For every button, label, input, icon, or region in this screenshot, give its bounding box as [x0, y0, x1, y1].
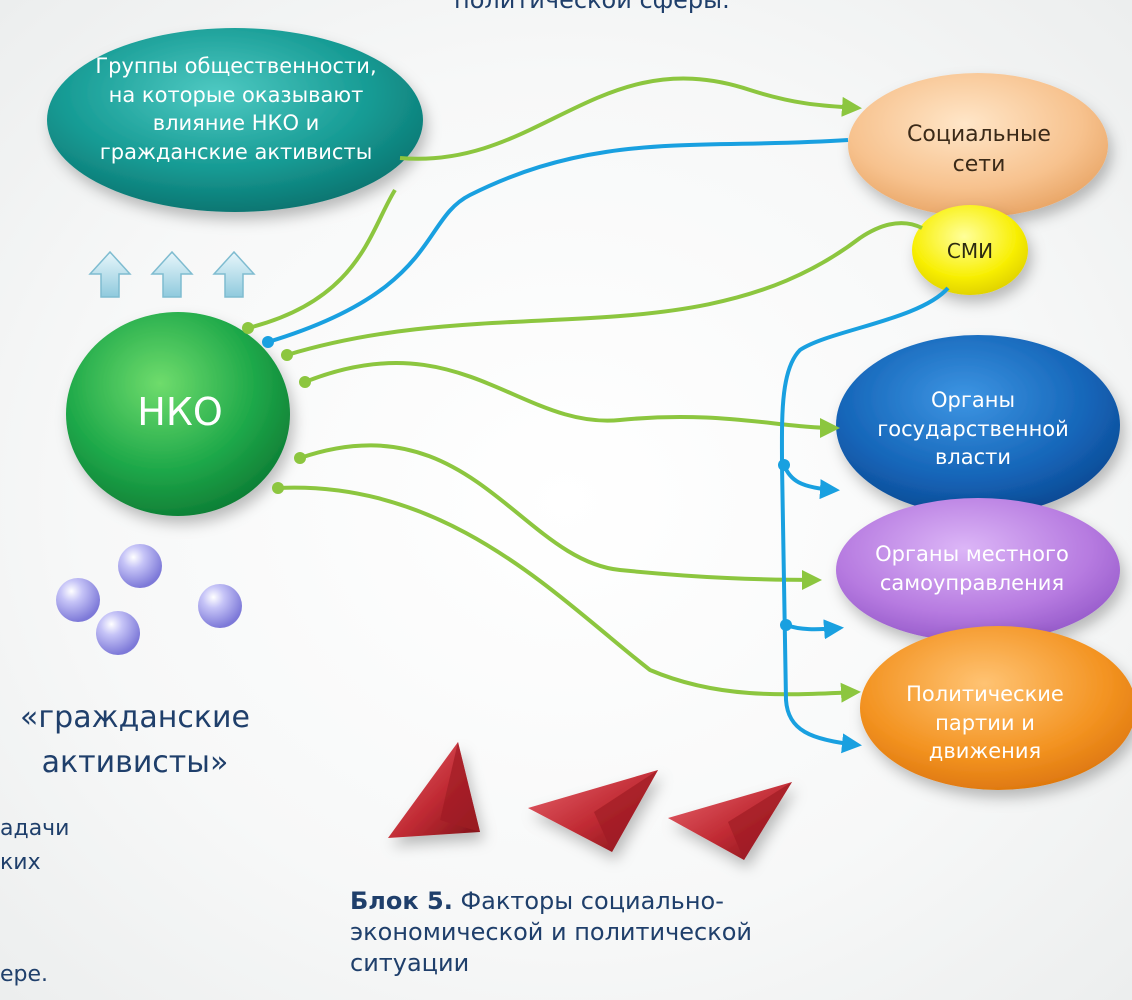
link-dot — [281, 349, 293, 361]
triangle-icon — [528, 770, 658, 852]
link-nko-to-media — [286, 221, 923, 357]
social-networks-node — [848, 73, 1108, 217]
link-nko-to-public-groups — [247, 188, 397, 330]
link-dot — [778, 459, 790, 471]
up-arrow-icon — [212, 250, 256, 298]
link-nko-to-gov-bodies — [304, 361, 840, 438]
block-caption-title: Блок 5. — [350, 887, 453, 915]
block-caption: Блок 5. Факторы социально-экономической … — [350, 886, 790, 980]
up-arrow-icon — [88, 250, 132, 298]
left-text-fragment: ких — [0, 850, 41, 875]
link-media-to-gov-bodies — [782, 464, 840, 500]
public-groups-node — [47, 28, 423, 212]
link-nko-to-local-gov — [299, 443, 822, 590]
media-node — [912, 205, 1028, 295]
activist-sphere — [96, 611, 140, 655]
link-dot — [294, 452, 306, 464]
nko-label: НКО — [137, 390, 223, 434]
triangle-icon — [668, 782, 792, 860]
link-social-networks-to-nko — [267, 138, 849, 344]
activists-label: «гражданские активисты» — [20, 700, 250, 780]
public-groups-label: Группы общественности, на которые оказыв… — [95, 54, 377, 164]
social-networks-label: Социальные сети — [907, 122, 1051, 177]
up-arrow-icon — [150, 250, 194, 298]
nko-node — [66, 312, 290, 516]
link-dot — [242, 322, 254, 334]
left-text-fragment: ере. — [0, 962, 49, 987]
link-public-groups-to-social-networks — [399, 76, 862, 161]
left-text-fragment: адачи — [0, 816, 70, 841]
activist-sphere — [56, 578, 100, 622]
activist-sphere — [198, 584, 242, 628]
link-dot — [262, 336, 274, 348]
parties-label: Политические партии и движения — [906, 682, 1064, 764]
activist-sphere — [118, 544, 162, 588]
parties-node — [860, 626, 1132, 790]
block-caption-text: Факторы социально-экономической и полити… — [350, 887, 753, 978]
media-label: СМИ — [946, 239, 994, 263]
top-text-fragment: политической сферы. — [454, 0, 730, 14]
gov-bodies-node — [836, 335, 1120, 515]
link-dot — [780, 619, 792, 631]
link-media-to-organs — [779, 286, 950, 754]
link-media-to-local-gov — [785, 619, 844, 640]
link-dot — [299, 376, 311, 388]
link-dot — [272, 482, 284, 494]
link-nko-to-parties — [277, 485, 861, 703]
local-gov-label: Органы местного самоуправления — [875, 542, 1069, 595]
triangle-icon — [388, 742, 480, 838]
local-gov-node — [836, 498, 1120, 642]
gov-bodies-label: Органы государственной власти — [877, 388, 1069, 470]
